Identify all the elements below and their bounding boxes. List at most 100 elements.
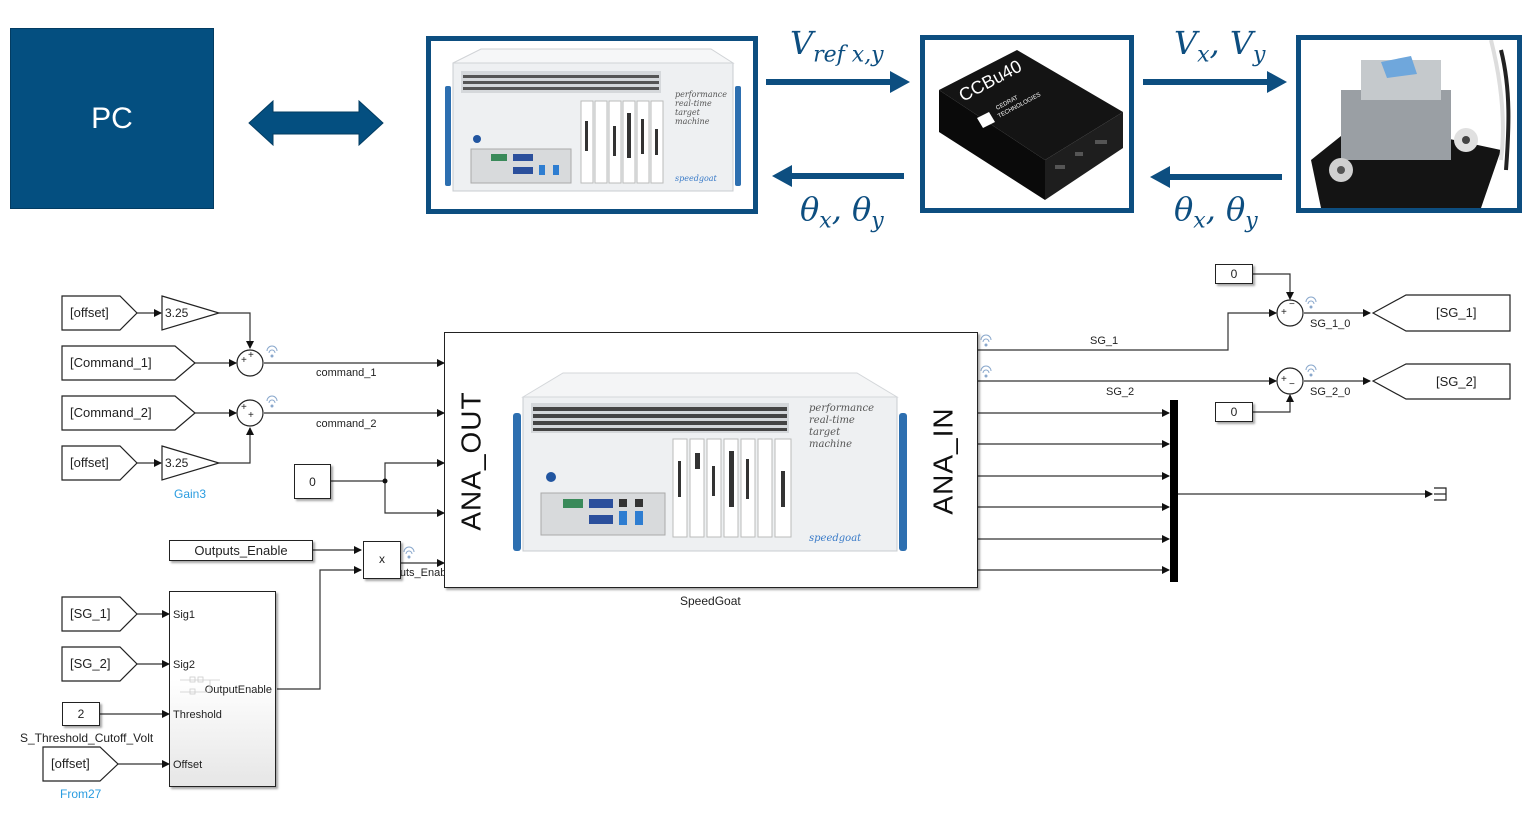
signal-sg-2: SG_2 [1106, 386, 1135, 398]
theta-arrow-left-2-icon [1150, 166, 1282, 188]
speedgoat-logo: speedgoat [675, 174, 718, 183]
sum1-sign-b: + [248, 350, 254, 361]
signal-sg-2-0: SG_2_0 [1310, 386, 1351, 398]
from-sg1[interactable] [61, 596, 138, 632]
from-offset-3[interactable] [42, 746, 119, 782]
sg-tagline-4: machine [809, 439, 852, 450]
handle-left-icon [445, 86, 451, 186]
from-sg2-label: [SG_2] [70, 656, 111, 671]
product-symbol: x [379, 552, 385, 566]
threshold-block-name: S_Threshold_Cutoff_Volt [20, 731, 154, 745]
pc-block: PC [10, 28, 214, 209]
sg-handle-left-icon [513, 413, 521, 551]
constant-zero-sg1[interactable]: 0 [1215, 264, 1253, 284]
sg-brand-logo: speedgoat [809, 533, 862, 544]
wire-gain1-sum1[interactable] [219, 312, 254, 349]
from-offset-3-label: [offset] [51, 756, 90, 771]
data-store-outputs-enable[interactable]: Outputs_Enable [169, 540, 313, 561]
branch-point [382, 478, 388, 484]
constant-threshold-value: 2 [77, 707, 85, 721]
from-offset-1[interactable] [61, 295, 138, 331]
pc-label: PC [91, 101, 133, 135]
wire-sg_1[interactable] [978, 309, 1277, 351]
mux-block[interactable] [1170, 400, 1178, 582]
wire-zero-sumsg1[interactable] [1253, 273, 1294, 300]
sum-2[interactable] [236, 399, 264, 427]
from-sg2[interactable] [61, 646, 138, 682]
device-frame [1296, 35, 1522, 213]
handle-right-icon [735, 86, 741, 186]
from-offset-1-label: [offset] [70, 305, 109, 320]
from27-block-name: From27 [60, 787, 102, 801]
terminator-block[interactable] [1434, 487, 1447, 501]
output-enable-subsystem[interactable]: Sig1 Sig2 Threshold Offset OutputEnable [169, 591, 276, 787]
subsystem-preview-icon [180, 676, 220, 695]
from-command-2[interactable] [61, 395, 196, 431]
speedgoat-block[interactable]: ANA_OUT ANA_IN performance real-time tar… [444, 332, 978, 588]
log-icon-command2 [266, 395, 278, 408]
log-icon-sg1-0 [1305, 296, 1317, 309]
sum-sg2[interactable] [1276, 367, 1304, 395]
constant-zero-sg2-value: 0 [1230, 405, 1238, 419]
target-machine-image: performance real-time target machine spe… [445, 48, 741, 192]
signal-sg-1: SG_1 [1090, 335, 1119, 347]
product-block[interactable]: x [363, 541, 401, 579]
sg-tagline-1: performance [809, 403, 874, 414]
sum1-sign-a: + [241, 355, 247, 366]
speedgoat-machine-image: performance real-time target machine spe… [513, 372, 907, 552]
from-command-1[interactable] [61, 345, 196, 381]
sg-handle-right-icon [899, 413, 907, 551]
ana-in-label: ANA_IN [928, 407, 959, 515]
constant-threshold[interactable]: 2 [62, 702, 100, 726]
sumsg1-sign-a: + [1281, 307, 1287, 318]
ana-out-label: ANA_OUT [456, 391, 487, 531]
port-threshold: Threshold [173, 709, 222, 721]
theta-label-1: θx, θy [800, 190, 884, 234]
gain-3-block-name: Gain3 [174, 487, 207, 501]
wire-outputenable-product[interactable] [277, 566, 362, 690]
from-command-2-label: [Command_2] [70, 405, 152, 420]
goto-sg2-label: [SG_2] [1436, 374, 1477, 389]
log-icon-sg2-0 [1305, 364, 1317, 377]
wire-zero-sumsg2[interactable] [1253, 394, 1294, 413]
goto-sg1-label: [SG_1] [1436, 305, 1477, 320]
sum-1[interactable] [236, 349, 264, 377]
port-sig1: Sig1 [173, 609, 196, 621]
gain-3-value: 3.25 [165, 456, 189, 470]
log-icon-command1 [266, 345, 278, 358]
goto-sg1[interactable] [1371, 294, 1511, 332]
from-command-1-label: [Command_1] [70, 355, 152, 370]
signal-command-2: command_2 [316, 418, 377, 430]
sum-sg1[interactable] [1276, 299, 1304, 327]
sumsg1-sign-b: − [1289, 299, 1295, 310]
sum2-sign-b: + [248, 410, 254, 421]
vxvy-arrow-icon [1143, 71, 1287, 93]
constant-zero-sg1-value: 0 [1230, 267, 1238, 281]
port-offset: Offset [173, 759, 203, 771]
wire-zero-in4[interactable] [384, 481, 445, 517]
tagline-line-1: performance [675, 90, 727, 99]
vref-arrow-icon [766, 71, 910, 93]
ana-out-wrap: ANA_OUT [437, 391, 507, 530]
wire-zero-in3[interactable] [384, 459, 445, 481]
vref-label: Vref x,y [790, 24, 884, 68]
bidirectional-arrow-icon [248, 99, 384, 147]
target-machine-frame: performance real-time target machine spe… [426, 36, 758, 214]
tip-tilt-mirror-image [1311, 40, 1511, 208]
gain-1[interactable] [161, 295, 222, 331]
from-offset-2-label: [offset] [70, 455, 109, 470]
gain-3[interactable] [161, 445, 222, 481]
vxvy-label: Vx, Vy [1174, 24, 1266, 68]
ana-in-wrap: ANA_IN [909, 407, 979, 514]
theta-label-2: θx, θy [1174, 190, 1258, 234]
from-sg1-label: [SG_1] [70, 606, 111, 621]
sumsg2-sign-b: − [1289, 379, 1295, 390]
constant-zero-sg2[interactable]: 0 [1215, 402, 1253, 422]
log-icon-sg2 [980, 365, 992, 378]
from-offset-2[interactable] [61, 445, 138, 481]
sumsg2-sign-a: + [1281, 374, 1287, 385]
goto-sg2[interactable] [1371, 363, 1511, 400]
constant-zero-out[interactable]: 0 [294, 464, 331, 499]
wire-gain2-sum2[interactable] [219, 427, 254, 464]
